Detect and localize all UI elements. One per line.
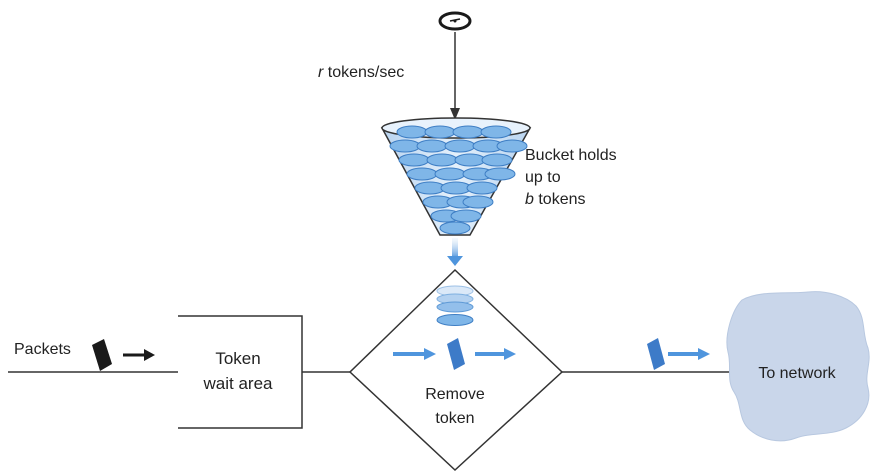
bucket-label-line1: Bucket holds [525, 147, 617, 164]
token-stack [436, 285, 474, 313]
arrow-down-icon [447, 238, 463, 266]
cloud-icon [726, 291, 870, 442]
bucket-token [496, 139, 528, 153]
rate-label: r tokens/sec [318, 64, 404, 81]
packet-icon [92, 339, 112, 371]
arrow-right-icon [393, 348, 436, 360]
bucket-token [398, 153, 430, 167]
bucket-token [439, 221, 471, 235]
arrow-right-icon [475, 348, 516, 360]
rate-arrow [450, 32, 460, 120]
bucket-token [452, 125, 484, 139]
bucket-token [462, 195, 494, 209]
bucket-label-line2: up to [525, 169, 561, 186]
packet-icon [447, 338, 465, 370]
bucket-token [444, 139, 476, 153]
bucket-token [426, 153, 458, 167]
token-wait-area [178, 315, 303, 429]
packet-icon [647, 338, 665, 370]
bucket-token [424, 125, 456, 139]
bucket-token [396, 125, 428, 139]
bucket-token [481, 153, 513, 167]
packets-label: Packets [14, 341, 71, 358]
token-bucket [380, 117, 532, 236]
wait-area-label-line1: Token [215, 349, 260, 368]
bucket-label-line3: b tokens [525, 191, 586, 208]
remove-token-label-line1: Remove [425, 386, 485, 403]
bucket-token [454, 153, 486, 167]
bucket-token [416, 139, 448, 153]
remove-token-label-line2: token [435, 410, 474, 427]
clock-icon [438, 11, 472, 31]
bucket-tokens [389, 125, 528, 235]
arrow-right-icon [668, 348, 710, 360]
removed-token [436, 314, 474, 326]
bucket-token [406, 167, 438, 181]
arrow-right-icon [123, 349, 155, 361]
bucket-token [450, 209, 482, 223]
bucket-token [480, 125, 512, 139]
network-label: To network [758, 365, 836, 382]
wait-area-label-line2: wait area [203, 374, 274, 393]
bucket-token [484, 167, 516, 181]
bucket-token [389, 139, 421, 153]
remove-token-diamond [348, 268, 564, 472]
bucket-token [434, 167, 466, 181]
bucket-token [466, 181, 498, 195]
